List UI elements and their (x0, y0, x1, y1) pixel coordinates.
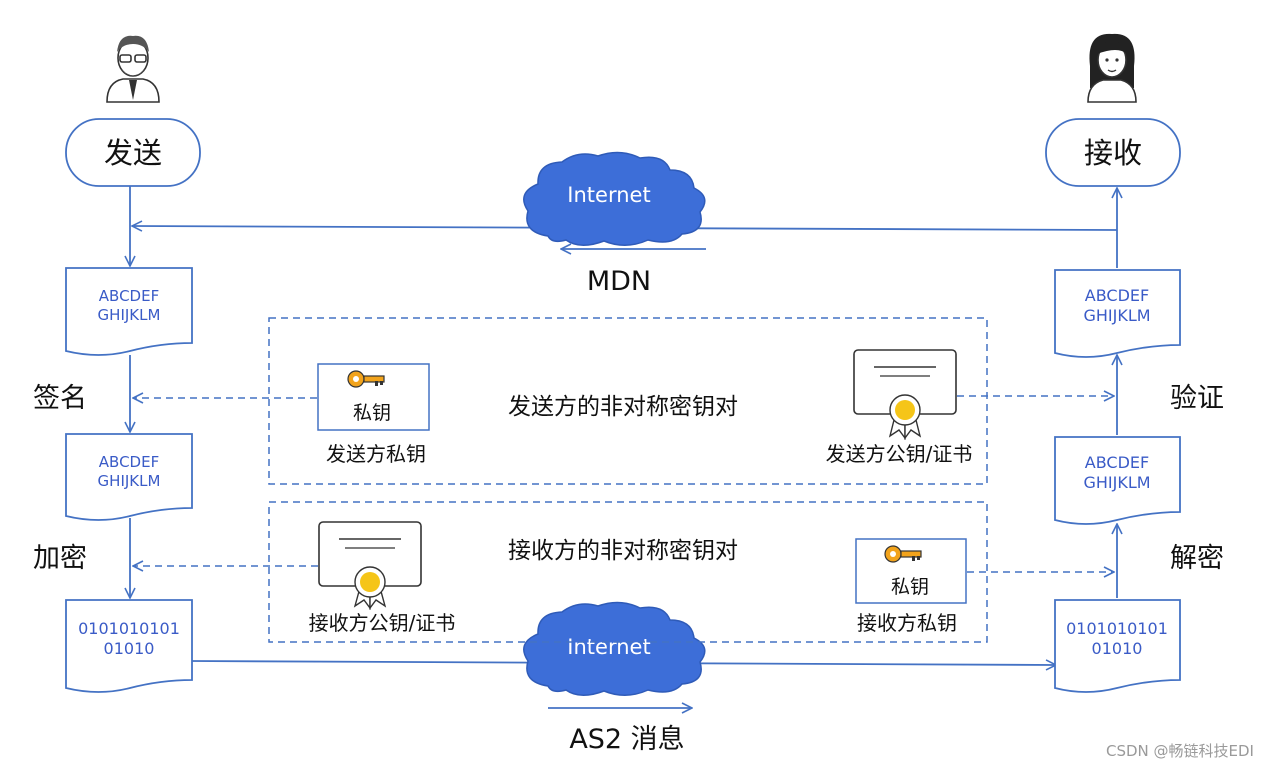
mdn-label: MDN (587, 266, 651, 297)
doc-line: ABCDEF (1085, 453, 1149, 472)
sender-public-cert-caption: 发送方公钥/证书 (826, 442, 973, 466)
sender-label: 发送 (104, 136, 162, 170)
key-usage-arrows (133, 396, 1114, 572)
receiver-terminal: 接收 (1045, 118, 1181, 187)
sender-person-icon (106, 35, 160, 103)
internet-label-top: Internet (567, 183, 650, 207)
step-sign-label: 签名 (33, 383, 87, 414)
sender-plain-document: ABCDEF GHIJKLM (65, 267, 193, 356)
doc-line: 01010 (104, 639, 155, 658)
as2-message-label: AS2 消息 (569, 724, 684, 755)
key-icon (347, 370, 385, 388)
receiver-decrypted-document: ABCDEF GHIJKLM (1054, 436, 1181, 525)
receiver-private-key-caption: 接收方私钥 (857, 611, 957, 635)
receiver-private-key-badge: 私钥 (855, 538, 967, 604)
doc-line: 01010 (1092, 639, 1143, 658)
doc-line: GHIJKLM (1083, 306, 1150, 325)
receiver-certificate-icon (318, 521, 422, 611)
receiver-keypair-box: 接收方的非对称密钥对 接收方公钥/证书 私钥 接收方私钥 (268, 501, 988, 643)
sender-signed-document: ABCDEF GHIJKLM (65, 433, 193, 521)
private-key-text: 私钥 (891, 576, 929, 598)
key-icon (884, 545, 922, 563)
receiver-keypair-title: 接收方的非对称密钥对 (508, 538, 738, 564)
private-key-text: 私钥 (353, 402, 391, 424)
sender-keypair-title: 发送方的非对称密钥对 (508, 394, 738, 420)
sender-private-key-caption: 发送方私钥 (326, 442, 426, 466)
step-decrypt-label: 解密 (1170, 543, 1224, 574)
sender-private-key-badge: 私钥 (317, 363, 430, 431)
sender-certificate-icon (853, 349, 957, 441)
sender-encrypted-document: 0101010101 01010 (65, 599, 193, 693)
sender-terminal: 发送 (65, 118, 201, 187)
doc-line: 0101010101 (78, 619, 180, 638)
step-verify-label: 验证 (1170, 383, 1224, 414)
receiver-public-cert-caption: 接收方公钥/证书 (309, 611, 456, 635)
doc-line: ABCDEF (99, 287, 159, 305)
doc-line: GHIJKLM (98, 472, 161, 490)
receiver-encrypted-document: 0101010101 01010 (1054, 599, 1181, 693)
internet-cloud-bottom: Internet (523, 601, 706, 696)
doc-line: ABCDEF (99, 453, 159, 471)
receiver-verified-document: ABCDEF GHIJKLM (1054, 269, 1181, 358)
sender-keypair-box: 发送方的非对称密钥对 私钥 发送方私钥 发送方公钥/证书 (268, 317, 988, 485)
doc-line: GHIJKLM (1083, 473, 1150, 492)
watermark: CSDN @畅链科技EDI (1106, 742, 1254, 760)
internet-cloud-top: Internet (523, 151, 706, 246)
receiver-label: 接收 (1084, 136, 1142, 170)
step-encrypt-label: 加密 (33, 543, 87, 574)
doc-line: ABCDEF (1085, 286, 1149, 305)
doc-line: GHIJKLM (98, 306, 161, 324)
receiver-person-icon (1087, 33, 1137, 103)
doc-line: 0101010101 (1066, 619, 1168, 638)
internet-label-bottom: Internet (567, 635, 650, 659)
